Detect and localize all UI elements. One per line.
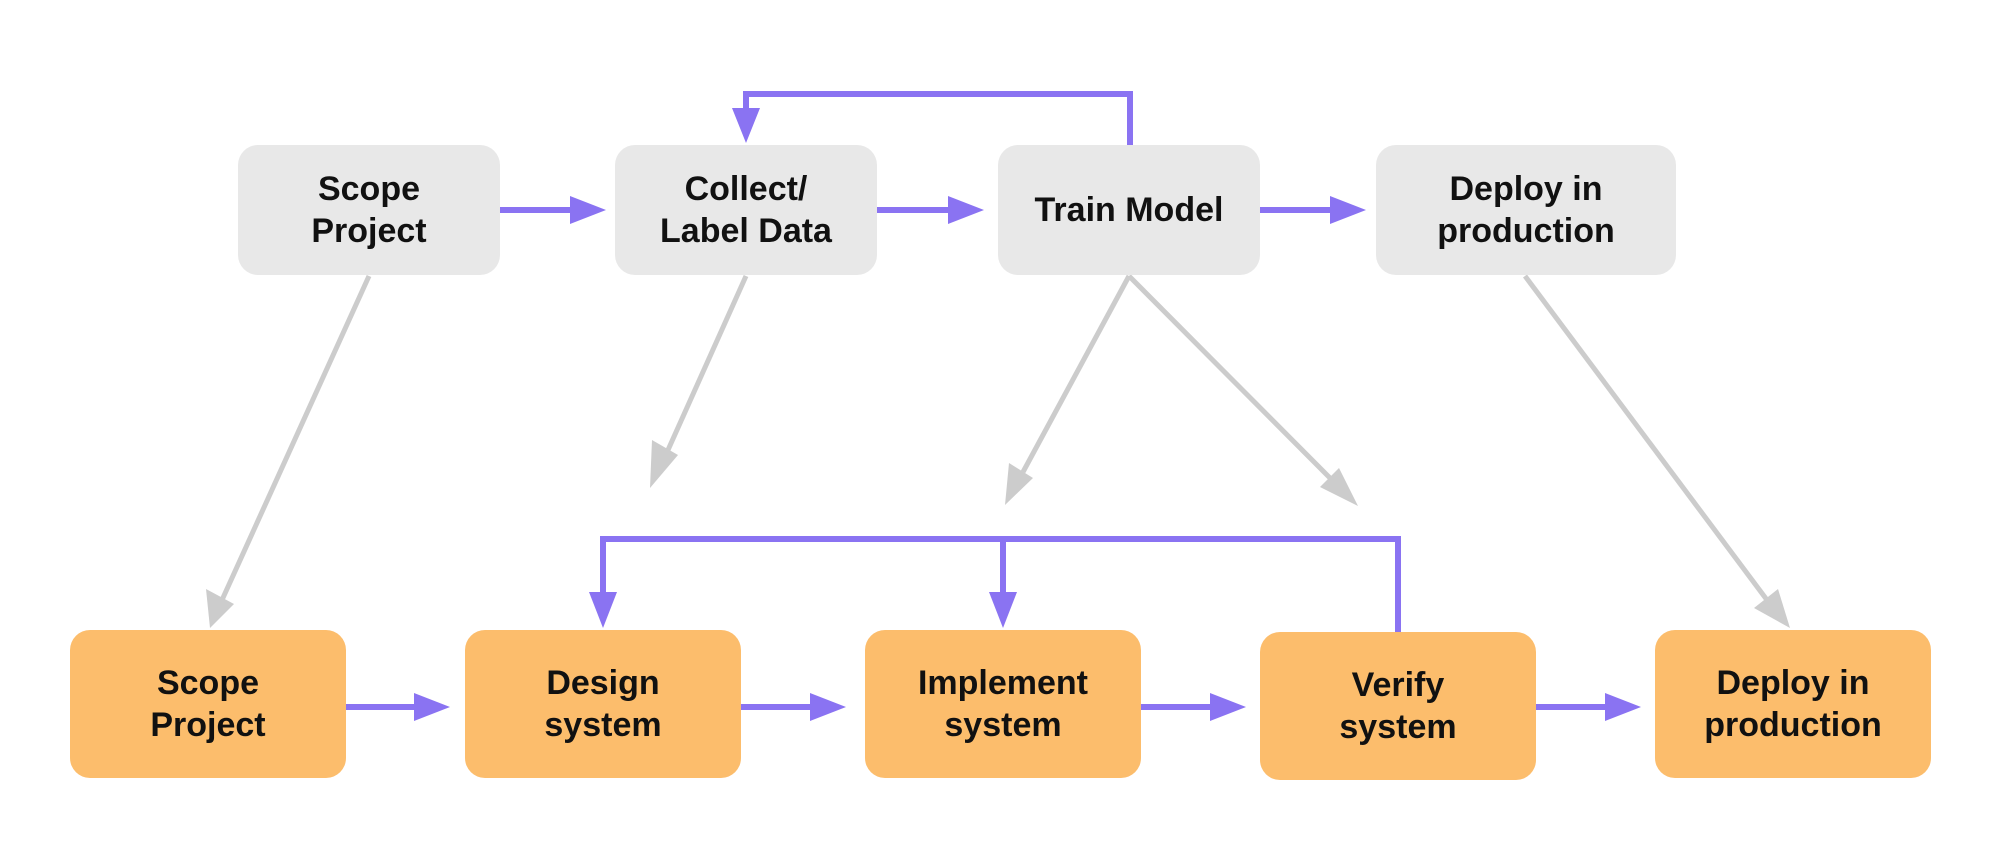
map-arrowhead-deploy xyxy=(1754,589,1790,628)
arrow-ml-train-feedback-to-collect xyxy=(743,91,1133,145)
map-arrowhead-train-to-verify xyxy=(1320,468,1358,506)
sw-verify-system-label: Verify system xyxy=(1339,666,1457,746)
map-arrow-train-to-design xyxy=(1020,274,1132,474)
arrowhead-ml-train-feedback-to-collect xyxy=(732,108,760,143)
sw-implement-system-label: Implement system xyxy=(917,664,1089,744)
map-arrow-scope xyxy=(219,274,372,602)
ml-deploy-production-box: Deploy in production xyxy=(1376,145,1676,275)
ml-collect-label-data-box: Collect/ Label Data xyxy=(615,145,877,275)
ml-train-model-box: Train Model xyxy=(998,145,1260,275)
map-arrowhead-scope xyxy=(206,589,234,628)
sw-scope-project-box: Scope Project xyxy=(70,630,346,778)
arrowhead-ml-train-to-deploy xyxy=(1330,196,1366,224)
arrowhead-sw-feedback-to-design xyxy=(589,592,617,628)
sw-scope-project-label: Scope Project xyxy=(150,664,266,744)
map-arrow-collect xyxy=(665,274,749,452)
sw-implement-system-box: Implement system xyxy=(865,630,1141,778)
map-arrow-train-to-verify xyxy=(1127,274,1332,480)
arrowhead-ml-scope-to-collect xyxy=(570,196,606,224)
map-arrowhead-collect xyxy=(650,440,678,488)
ml-scope-project-label: Scope Project xyxy=(311,170,427,250)
arrowhead-sw-feedback-to-implement xyxy=(989,592,1017,628)
map-arrowhead-train-to-design xyxy=(1005,463,1033,505)
map-arrow-deploy xyxy=(1522,274,1770,602)
ml-train-model-label: Train Model xyxy=(1034,191,1224,229)
ml-collect-label-data-label: Collect/ Label Data xyxy=(660,170,832,250)
arrowhead-sw-implement-to-verify xyxy=(1210,693,1246,721)
arrowhead-sw-verify-to-deploy xyxy=(1605,693,1641,721)
sw-verify-system-box: Verify system xyxy=(1260,632,1536,780)
sw-deploy-production-label: Deploy in production xyxy=(1704,664,1882,744)
ml-scope-project-box: Scope Project xyxy=(238,145,500,275)
arrowhead-ml-collect-to-train xyxy=(948,196,984,224)
ml-deploy-production-label: Deploy in production xyxy=(1437,170,1615,250)
sw-design-system-label: Design system xyxy=(544,664,662,744)
sw-design-system-box: Design system xyxy=(465,630,741,778)
sw-deploy-production-box: Deploy in production xyxy=(1655,630,1931,778)
arrowhead-sw-design-to-implement xyxy=(810,693,846,721)
arrowhead-sw-scope-to-design xyxy=(414,693,450,721)
